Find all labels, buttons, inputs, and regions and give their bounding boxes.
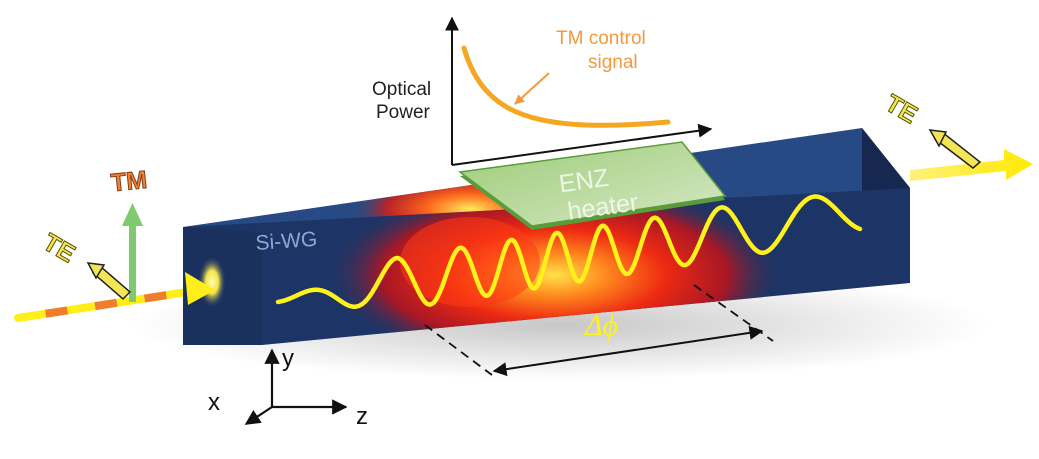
graph-x-axis bbox=[451, 123, 713, 166]
tm-control-signal-curve bbox=[461, 45, 671, 128]
input-beam-tm-segments bbox=[17, 286, 201, 322]
input-mode-spot bbox=[198, 256, 226, 308]
power-graph: Optical Power TM control signal bbox=[372, 16, 713, 166]
phase-shift-label: Δϕ bbox=[584, 309, 618, 342]
tm-control-pointer-arrow bbox=[514, 72, 550, 105]
phase-shift-arrow bbox=[492, 325, 764, 377]
tm-input-label: TM bbox=[110, 166, 149, 198]
input-beam bbox=[14, 286, 204, 322]
te-input-label: TE bbox=[38, 228, 80, 268]
tm-arrow-icon bbox=[122, 203, 143, 302]
te-input-arrow-icon bbox=[86, 262, 132, 301]
input-beam-arrowhead bbox=[185, 272, 215, 305]
graph-ylabel-line1: Optical bbox=[372, 79, 431, 100]
te-output-arrow-icon bbox=[928, 129, 982, 169]
axis-x-label: x bbox=[208, 389, 220, 416]
tm-control-label-line1: TM control bbox=[556, 28, 646, 49]
axis-z-label: z bbox=[356, 403, 368, 430]
enz-heater: ENZ heater bbox=[458, 141, 727, 230]
graph-ylabel-line2: Power bbox=[376, 102, 431, 123]
te-output-label: TE bbox=[880, 89, 922, 129]
tm-control-label-line2: signal bbox=[588, 52, 638, 73]
phase-shift-dimension: Δϕ bbox=[424, 284, 774, 377]
output-polarization: TE bbox=[880, 89, 982, 169]
optical-wave bbox=[275, 194, 863, 309]
axis-y-label: y bbox=[282, 345, 294, 372]
coordinate-axes: y z x bbox=[208, 345, 368, 430]
waveguide-label: Si-WG bbox=[255, 228, 318, 255]
axis-x-arrow bbox=[244, 406, 273, 425]
heater-label-line1: ENZ bbox=[557, 164, 610, 199]
